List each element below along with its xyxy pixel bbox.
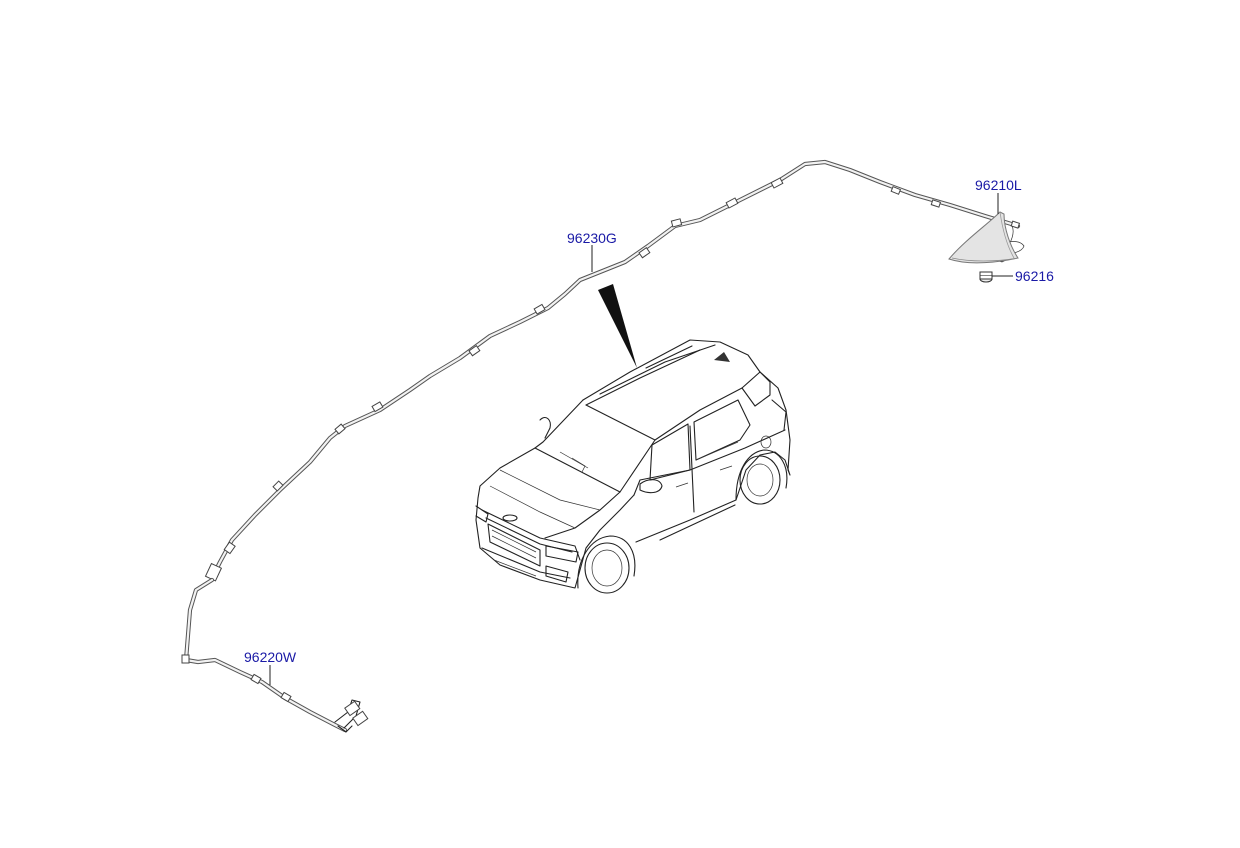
nut-icon <box>979 271 993 283</box>
roof-feeder-cable <box>204 159 1021 582</box>
part-label-roof-cable[interactable]: 96230G <box>567 230 617 246</box>
suv-vehicle-icon <box>475 339 791 594</box>
shark-fin-antenna-icon <box>948 211 1025 264</box>
part-label-rear-cable[interactable]: 96220W <box>244 649 297 665</box>
rear-feeder-cable <box>181 577 369 733</box>
part-label-antenna[interactable]: 96210L <box>975 177 1022 193</box>
location-pointer-icon <box>598 284 637 368</box>
part-label-nut[interactable]: 96216 <box>1015 268 1054 284</box>
